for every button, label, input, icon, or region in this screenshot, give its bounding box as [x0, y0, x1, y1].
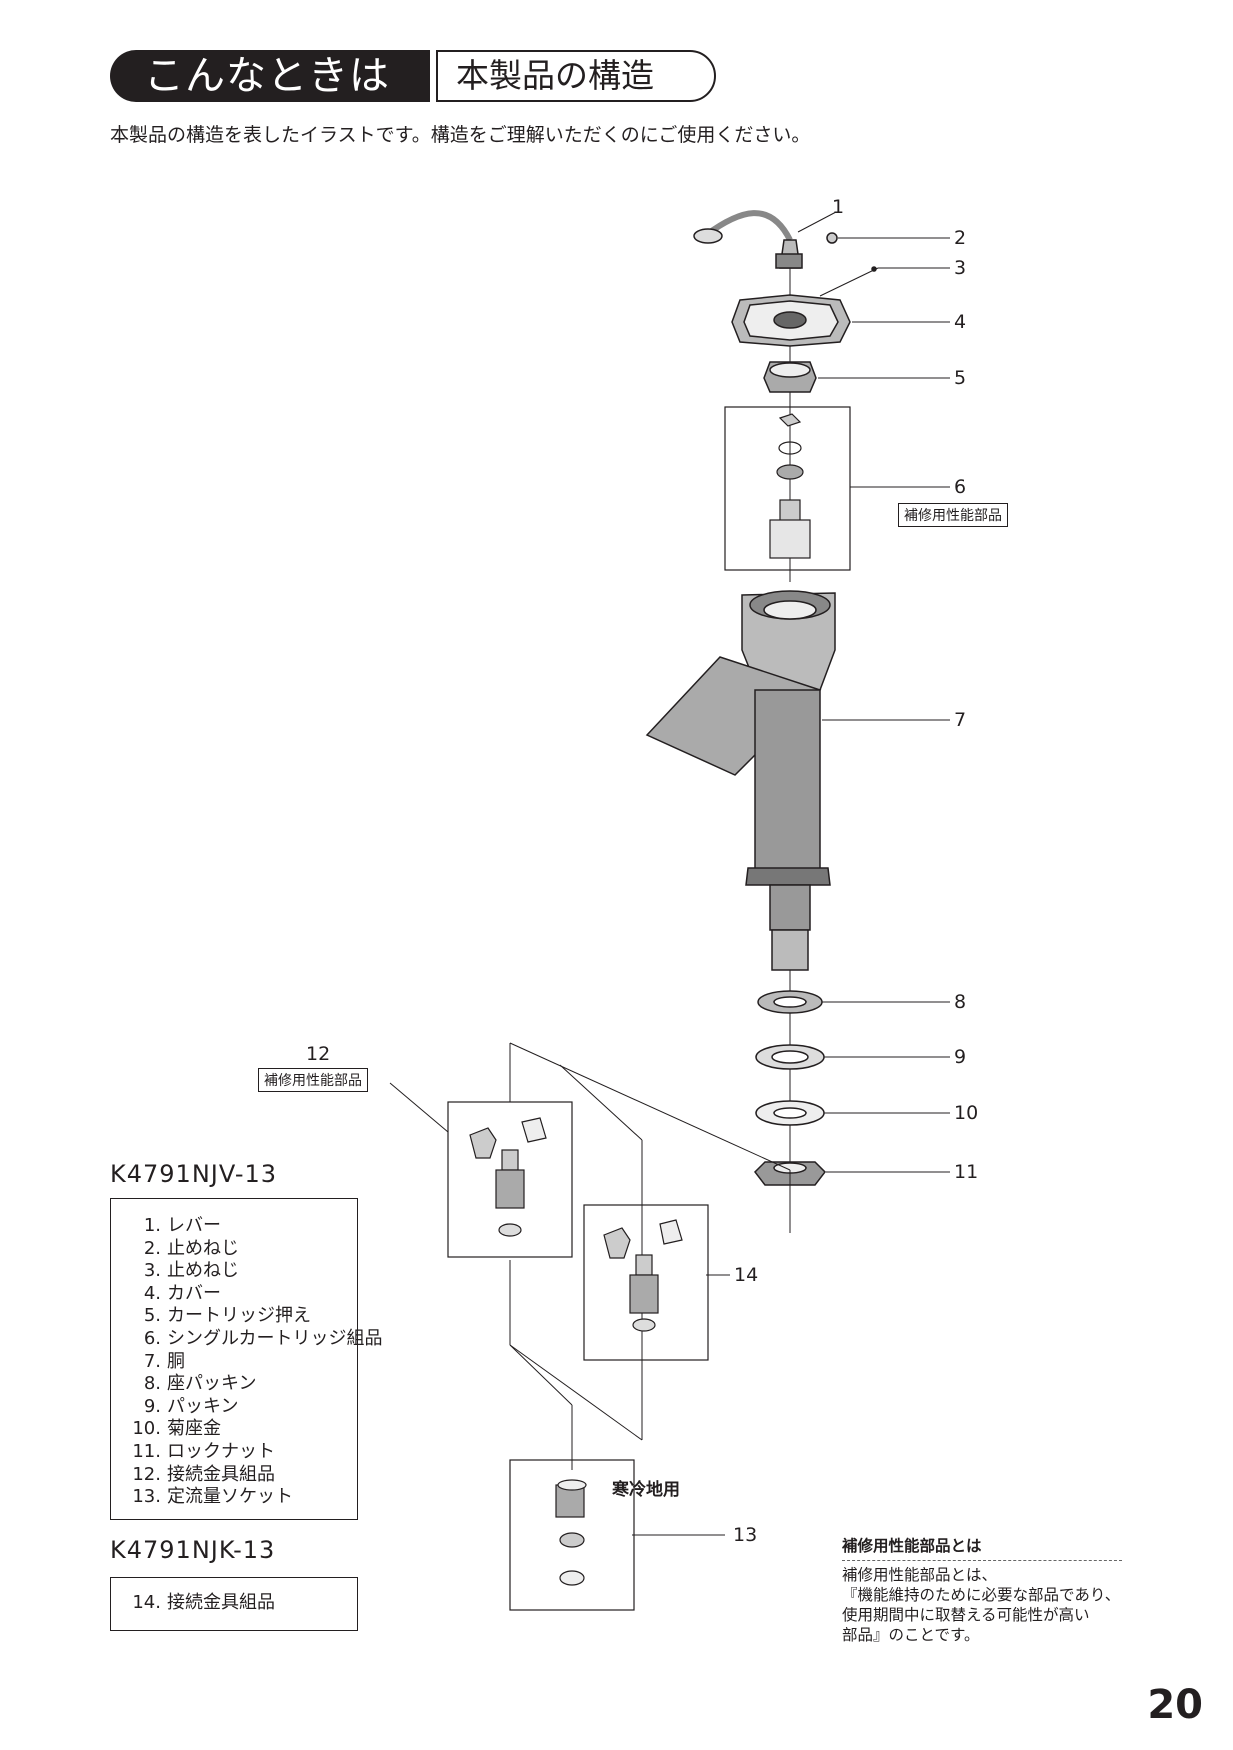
- part-number: 3.: [143, 1260, 161, 1282]
- screw-3: [871, 266, 877, 272]
- part-name: レバー: [167, 1215, 221, 1236]
- connector-part-14: [603, 1219, 683, 1332]
- callout-3: 3: [954, 257, 967, 279]
- callout-10: 10: [954, 1102, 979, 1124]
- connector-box-12: [447, 1101, 573, 1258]
- part-name: 止めねじ: [167, 1260, 239, 1282]
- connector-part-12: [469, 1117, 547, 1237]
- callout-7: 7: [954, 709, 967, 731]
- part-name: 座パッキン: [167, 1373, 257, 1395]
- header-sub: 本製品の構造: [436, 50, 716, 102]
- intro-text: 本製品の構造を表したイラストです。構造をご理解いただくのにご使用ください。: [110, 124, 811, 146]
- model-v-parts-box: 1. レバー 2. 止めねじ 3. 止めねじ 4. カバー 5. カートリッジ押え 6. シングルカー…: [110, 1198, 383, 1520]
- part-number: 11.: [132, 1440, 161, 1462]
- part-number: 10.: [132, 1418, 161, 1440]
- callout-2: 2: [954, 227, 967, 249]
- part-item: 2. 止めねじ: [117, 1238, 357, 1261]
- part-name: カートリッジ押え: [167, 1305, 311, 1327]
- repair-parts-note: 補修用性能部品とは 補修用性能部品とは、 『機能維持のために必要な部品であり、 …: [842, 1536, 1122, 1645]
- part-item: 10. 菊座金: [117, 1418, 357, 1441]
- part-item: 8. 座パッキン: [117, 1373, 357, 1396]
- part-item: 9. パッキン: [117, 1396, 357, 1419]
- part-name: カバー: [167, 1282, 221, 1304]
- part-item: 13. 定流量ソケット: [117, 1486, 357, 1509]
- model-k-parts-box: 14. 接続金具組品: [110, 1577, 358, 1631]
- part-item: 4. カバー: [117, 1283, 357, 1306]
- model-v-title: K4791NJV-13: [110, 1160, 278, 1188]
- part-name: 定流量ソケット: [167, 1486, 293, 1508]
- screw-2: [826, 232, 838, 244]
- model-k-parts-list: 14. 接続金具組品: [117, 1592, 357, 1615]
- leader-lines: [389, 211, 950, 1536]
- part-item: 3. 止めねじ: [117, 1260, 357, 1283]
- callout-5: 5: [954, 367, 967, 389]
- part-item: 11. ロックナット: [117, 1441, 357, 1464]
- callout-9: 9: [954, 1046, 967, 1068]
- part-number: 9.: [143, 1395, 161, 1417]
- part-number: 2.: [143, 1237, 161, 1259]
- header-main: こんなときは: [110, 50, 430, 102]
- faucet-body-part: [645, 590, 836, 971]
- cartridge-part: [769, 413, 811, 559]
- part-name: シングルカートリッジ組品: [167, 1327, 383, 1349]
- part-number: 8.: [143, 1373, 161, 1395]
- part-number: 5.: [143, 1305, 161, 1327]
- callout-12: 12: [306, 1043, 331, 1065]
- cartridge-holder-part: [763, 361, 817, 393]
- part-item: 5. カートリッジ押え: [117, 1305, 357, 1328]
- part-item: 1. レバー: [117, 1215, 357, 1238]
- callout-4: 4: [954, 311, 967, 333]
- cold-region-label: 寒冷地用: [612, 1480, 680, 1500]
- callout-11: 11: [954, 1161, 979, 1183]
- model-v-parts-list: 1. レバー 2. 止めねじ 3. 止めねじ 4. カバー 5. カートリッジ押え 6. シングルカー…: [117, 1215, 383, 1509]
- flow-socket-part-13: [555, 1479, 587, 1586]
- cartridge-box: [724, 406, 851, 571]
- repair-tag-6: 補修用性能部品: [898, 503, 1008, 527]
- lever-part: [693, 210, 803, 269]
- part-item: 6. シングルカートリッジ組品: [117, 1327, 383, 1351]
- part-item: 12. 接続金具組品: [117, 1464, 357, 1487]
- page-number: 20: [1147, 1682, 1203, 1728]
- part-name: 胴: [167, 1350, 185, 1372]
- part-name: 菊座金: [167, 1418, 221, 1440]
- flow-socket-box-13: [509, 1459, 635, 1611]
- part-number: 6.: [143, 1327, 161, 1349]
- part-number: 12.: [132, 1463, 161, 1485]
- note-body: 補修用性能部品とは、 『機能維持のために必要な部品であり、 使用期間中に取替える…: [842, 1566, 1121, 1644]
- part-name: パッキン: [167, 1395, 239, 1417]
- model-k-title: K4791NJK-13: [110, 1536, 276, 1564]
- callout-8: 8: [954, 991, 967, 1013]
- callout-6: 6: [954, 476, 967, 498]
- part-name: 接続金具組品: [167, 1592, 275, 1613]
- callout-1: 1: [832, 196, 845, 218]
- part-number: 13.: [132, 1486, 161, 1508]
- connector-box-14: [583, 1204, 709, 1361]
- repair-tag-12: 補修用性能部品: [258, 1068, 368, 1092]
- part-item: 7. 胴: [117, 1351, 357, 1374]
- part-number: 1.: [143, 1215, 161, 1236]
- part-number: 7.: [143, 1350, 161, 1372]
- note-title: 補修用性能部品とは: [842, 1536, 1122, 1561]
- part-number: 4.: [143, 1282, 161, 1304]
- part-number: 14.: [132, 1592, 161, 1613]
- part-name: ロックナット: [167, 1440, 275, 1462]
- part-item: 14. 接続金具組品: [117, 1592, 357, 1615]
- callout-13: 13: [733, 1524, 758, 1546]
- part-name: 接続金具組品: [167, 1463, 275, 1485]
- callout-14: 14: [734, 1264, 759, 1286]
- part-name: 止めねじ: [167, 1237, 239, 1259]
- cover-part: [731, 294, 851, 347]
